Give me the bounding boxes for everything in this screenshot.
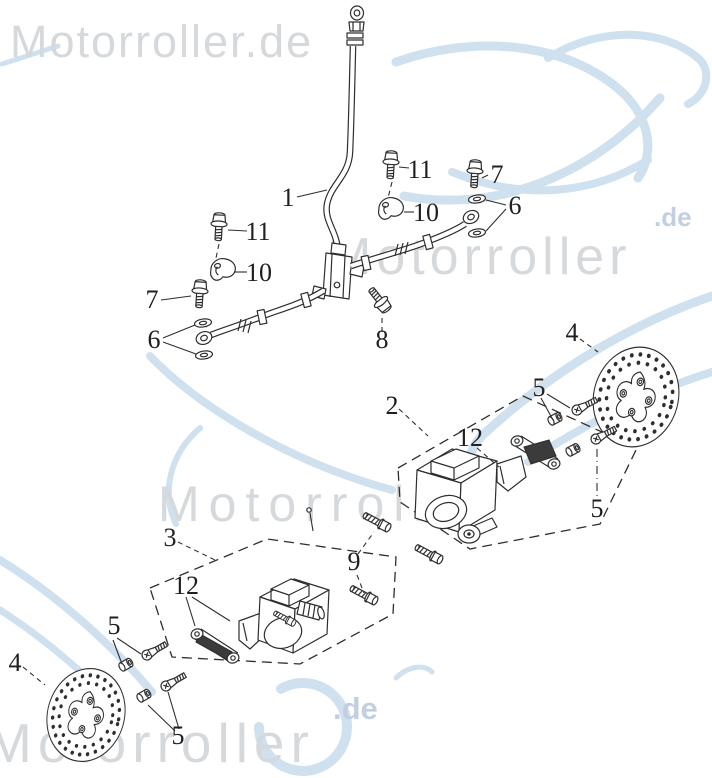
watermark-swoosh — [0, 556, 156, 696]
leader-line — [215, 243, 220, 259]
callout-5-right-lower: 5 — [591, 494, 604, 523]
callout-2: 2 — [386, 391, 399, 420]
banjo-bolt-left — [190, 278, 210, 309]
callout-5-right-upper: 5 — [533, 373, 546, 402]
watermark-swoosh — [391, 41, 653, 183]
brake-caliper-left-assembly — [149, 507, 397, 665]
watermark-swoosh — [393, 664, 435, 681]
callout-6-right: 6 — [509, 191, 522, 220]
watermark-swoosh — [399, 93, 665, 205]
callout-11-right: 11 — [407, 155, 432, 184]
callout-11-left: 11 — [245, 217, 270, 246]
callout-3: 3 — [164, 523, 177, 552]
clamp-bolt-right — [381, 149, 401, 180]
callout-9: 9 — [348, 547, 361, 576]
callout-4-left: 4 — [9, 648, 22, 677]
watermark-circle — [254, 678, 352, 777]
hose-clamp-right — [376, 195, 406, 223]
watermark-tld-bottom: .de — [333, 691, 378, 726]
callout-4-right: 4 — [566, 318, 579, 347]
callout-8: 8 — [376, 325, 389, 354]
brake-caliper-right-assembly — [397, 395, 638, 550]
clamp-bolt-left — [209, 211, 229, 242]
front-brake-hose — [193, 5, 482, 348]
watermark-swoosh — [0, 43, 61, 67]
callout-7-right: 7 — [491, 160, 504, 189]
callout-12-right: 12 — [457, 423, 483, 452]
callout-10-right: 10 — [413, 198, 439, 227]
hose-clamp-left — [208, 256, 238, 284]
callout-10-left: 10 — [246, 258, 272, 287]
callout-7-left: 7 — [146, 285, 159, 314]
callout-labels: 1 11 10 7 6 8 11 10 7 6 2 12 5 4 5 9 3 1… — [9, 155, 604, 750]
junction-bolt — [363, 283, 395, 317]
leader-line — [387, 181, 393, 199]
leader-lines — [22, 166, 599, 732]
callout-5-left-upper: 5 — [108, 611, 121, 640]
callout-1: 1 — [282, 183, 295, 212]
watermark-brand-top: Motorroller.de — [10, 16, 313, 67]
watermark-swoosh — [544, 30, 711, 108]
watermark-swoosh — [146, 352, 396, 494]
callout-6-left: 6 — [148, 325, 161, 354]
callout-12-left: 12 — [173, 571, 199, 600]
callout-5-left-lower: 5 — [172, 721, 185, 750]
watermark-swoosh — [165, 425, 203, 527]
watermark-tld-middle: .de — [654, 202, 692, 232]
